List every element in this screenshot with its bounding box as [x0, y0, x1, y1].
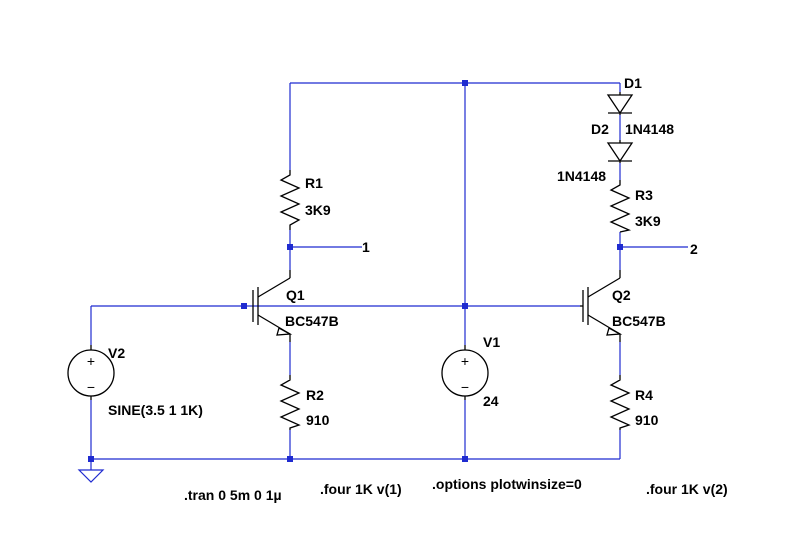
v2-plus-sign: +	[87, 353, 95, 369]
label-v1-name: V1	[483, 334, 500, 350]
directive-tran[interactable]: .tran 0 5m 0 1µ	[184, 487, 282, 503]
label-d2-value: 1N4148	[557, 168, 606, 184]
resistor-r4[interactable]	[609, 375, 631, 430]
label-r4-name: R4	[635, 387, 653, 403]
voltage-source-v2[interactable]: + −	[67, 345, 115, 400]
diode-d1[interactable]	[606, 92, 634, 115]
junction-base-crossing	[462, 303, 468, 309]
label-r3-value: 3K9	[635, 213, 661, 229]
spice-directives: .tran 0 5m 0 1µ .four 1K v(1) .options p…	[184, 476, 728, 503]
label-r3-name: R3	[635, 187, 653, 203]
junction-ground-v1	[462, 456, 468, 462]
label-v2-value: SINE(3.5 1 1K)	[108, 402, 203, 418]
net-label-2: 2	[690, 241, 698, 257]
junction-ground-r2	[287, 456, 293, 462]
label-q1-name: Q1	[286, 287, 305, 303]
resistor-r3[interactable]	[609, 180, 632, 233]
diode-d2[interactable]	[606, 140, 634, 163]
v1-minus-sign: −	[461, 379, 469, 395]
resistor-r1[interactable]	[279, 170, 301, 230]
wires	[90, 82, 688, 460]
v1-plus-sign: +	[461, 353, 469, 369]
transistor-q1[interactable]	[252, 270, 293, 342]
label-q2-name: Q2	[612, 287, 631, 303]
label-q1-value: BC547B	[285, 313, 339, 329]
label-d2-name: D2	[591, 121, 609, 137]
label-r1-name: R1	[305, 175, 323, 191]
label-d1-name: D1	[624, 75, 642, 91]
voltage-source-v1[interactable]: + −	[441, 345, 489, 400]
label-q2-value: BC547B	[612, 313, 666, 329]
resistor-r2[interactable]	[279, 375, 301, 430]
label-r2-name: R2	[306, 387, 324, 403]
directive-four-v2[interactable]: .four 1K v(2)	[646, 481, 728, 497]
directive-options[interactable]: .options plotwinsize=0	[432, 476, 582, 492]
junction-q1-base	[241, 303, 247, 309]
component-labels: D1 D2 1N4148 1N4148 R1 3K9 R3 3K9 1 2 Q1…	[108, 75, 698, 428]
label-r2-value: 910	[306, 412, 330, 428]
v2-minus-sign: −	[87, 379, 95, 395]
ground-icon	[77, 459, 105, 483]
label-v1-value: 24	[483, 393, 499, 409]
label-r4-value: 910	[635, 412, 659, 428]
directive-four-v1[interactable]: .four 1K v(1)	[320, 481, 402, 497]
net-label-1: 1	[362, 239, 370, 255]
junction-net-1	[287, 244, 293, 250]
label-d1-value: 1N4148	[625, 121, 674, 137]
label-r1-value: 3K9	[305, 202, 331, 218]
transistor-q2[interactable]	[580, 270, 623, 342]
junction-net-2	[617, 244, 623, 250]
junction-top-v1	[462, 80, 468, 86]
label-v2-name: V2	[108, 345, 125, 361]
